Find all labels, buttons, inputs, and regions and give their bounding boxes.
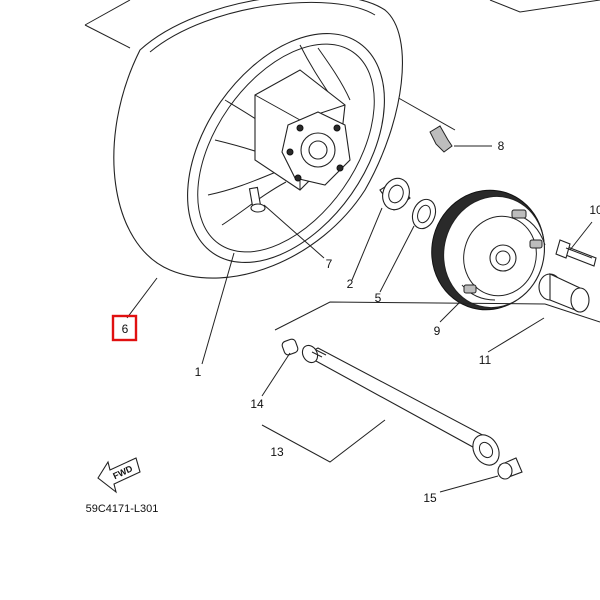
axle-nut — [497, 457, 523, 480]
clip-part — [429, 125, 453, 153]
callout-6[interactable]: 6 — [122, 322, 129, 336]
callout-14[interactable]: 14 — [250, 397, 264, 411]
bearing — [379, 177, 411, 211]
drawing-code: 59C4171-L301 — [86, 503, 159, 515]
leader-lines — [126, 145, 593, 493]
highlight-box — [111, 314, 138, 342]
air-valve — [248, 186, 266, 213]
frame-lines — [84, 0, 600, 131]
fwd-arrow-icon: FWD — [97, 457, 141, 494]
collar — [538, 273, 590, 313]
bracket-lines — [261, 301, 600, 463]
rear-wheel — [187, 32, 385, 264]
callout-13[interactable]: 13 — [270, 445, 284, 459]
callout-8[interactable]: 8 — [498, 139, 505, 153]
wheel-axle — [301, 344, 500, 466]
callout-11[interactable]: 11 — [479, 353, 492, 367]
callout-7[interactable]: 7 — [326, 257, 333, 271]
pulley-bolt — [555, 239, 597, 267]
callout-10[interactable]: 10 — [589, 203, 600, 217]
oil-seal — [411, 198, 437, 230]
axle-cap — [281, 338, 299, 356]
rear-pulley — [431, 189, 546, 311]
callout-5[interactable]: 5 — [375, 291, 382, 305]
callouts: 6 1 7 8 2 5 9 10 11 14 13 15 — [111, 139, 600, 505]
callout-1[interactable]: 1 — [195, 365, 202, 379]
callout-9[interactable]: 9 — [434, 324, 441, 338]
callout-15[interactable]: 15 — [423, 491, 437, 505]
callout-2[interactable]: 2 — [347, 277, 354, 291]
